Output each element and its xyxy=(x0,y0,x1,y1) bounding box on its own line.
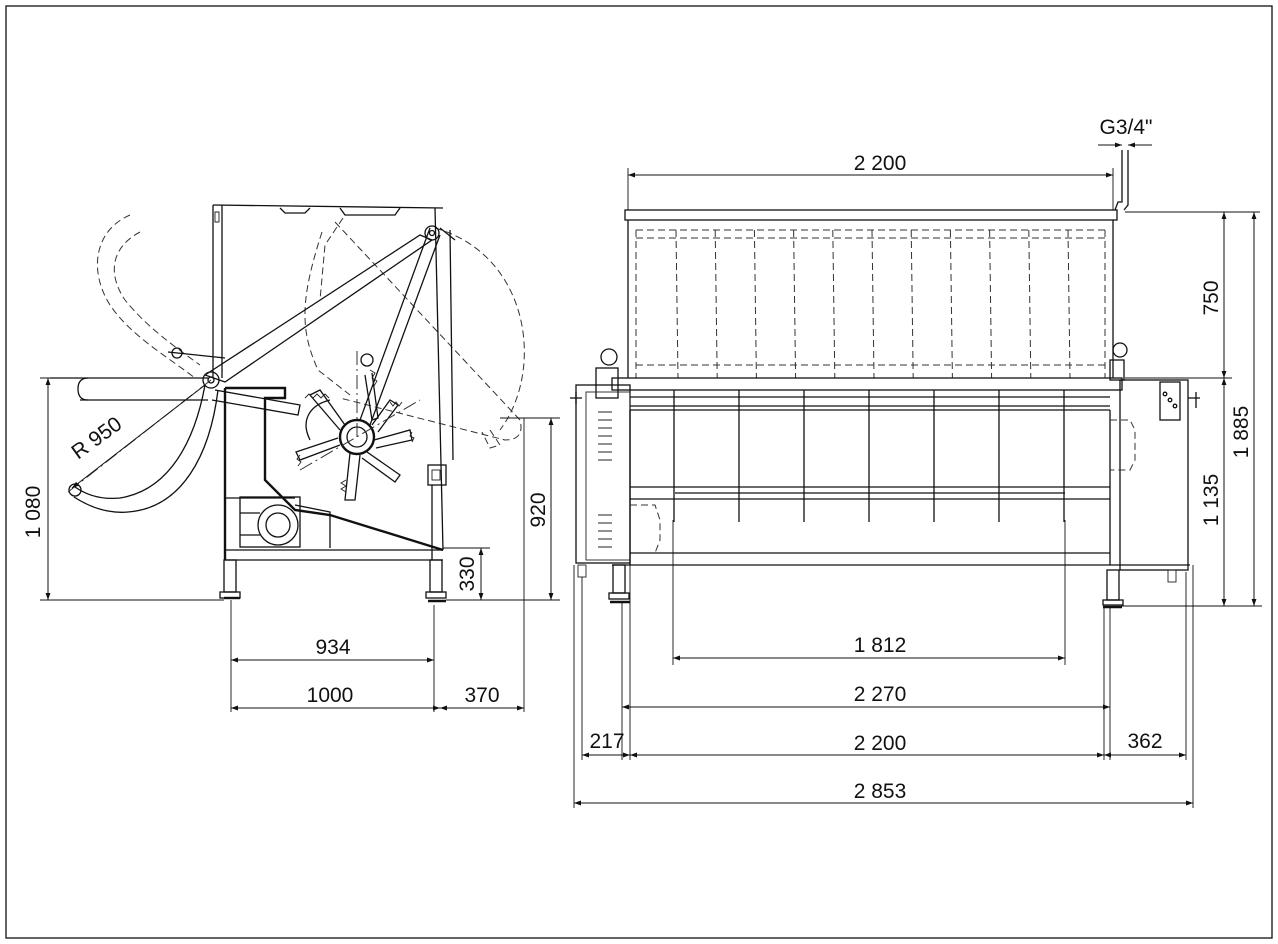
tank-rib xyxy=(949,229,953,379)
dim-leg-span-front-label: 2 270 xyxy=(854,683,907,706)
dim-leg-span-front: 2 270 xyxy=(621,603,1111,760)
front-tank xyxy=(624,209,1118,378)
dim-inner-span-label: 1 812 xyxy=(854,634,907,657)
dim-leg-span: 934 xyxy=(230,600,435,712)
dim-height-total-label: 1 080 xyxy=(22,486,45,539)
dim-foot-height: 330 xyxy=(443,547,490,600)
dim-height-total: 1 080 xyxy=(22,377,224,601)
tank-rib xyxy=(1067,229,1071,379)
dim-tank-width-label: 2 200 xyxy=(854,152,907,175)
lever-arc-phantom xyxy=(96,214,201,379)
lever-arm xyxy=(50,347,226,513)
tank-rib xyxy=(832,229,836,379)
dim-inner-span: 1 812 xyxy=(672,520,1066,665)
dim-right-offset-label: 362 xyxy=(1127,730,1162,753)
dim-base-length: 1000 xyxy=(231,684,440,711)
dim-left-offset-label: 217 xyxy=(589,730,624,753)
side-view: R 950 1 080 920 330 934 xyxy=(22,204,560,712)
dim-frame-height-label: 1 135 xyxy=(1200,474,1223,527)
dim-frame-width-label: 2 200 xyxy=(854,732,907,755)
beater-rotor xyxy=(295,350,421,501)
tank-body xyxy=(212,204,454,561)
dim-tank-width: 2 200 xyxy=(627,152,1114,210)
front-trough xyxy=(570,379,1200,571)
dim-axis-height: 920 xyxy=(446,417,560,601)
dim-base-length-label: 1000 xyxy=(307,684,354,707)
dim-foot-height-label: 330 xyxy=(456,556,479,591)
front-legs xyxy=(577,564,1177,609)
dim-overall-width: 2 853 xyxy=(573,565,1194,808)
dim-total-height: 1 885 xyxy=(1122,212,1262,607)
tank-rib xyxy=(1028,229,1032,379)
dim-overhang-label: 370 xyxy=(464,684,499,707)
tank-rib xyxy=(910,229,914,379)
dim-leg-span-label: 934 xyxy=(315,636,350,659)
drive-motor xyxy=(239,496,301,548)
tank-rib xyxy=(871,229,875,379)
tank-rib xyxy=(675,229,679,379)
tank-rib xyxy=(793,229,797,379)
tilt-frame xyxy=(203,225,456,426)
dim-total-height-label: 1 885 xyxy=(1230,406,1253,459)
dim-bottom-chain: 217 2 200 362 xyxy=(581,565,1187,760)
tank-rib xyxy=(753,229,757,379)
tank-rib xyxy=(989,229,993,379)
tilted-hopper-phantom xyxy=(304,217,525,449)
dim-frame-height: 1 135 xyxy=(1200,378,1227,606)
front-rail xyxy=(595,342,1128,407)
dim-r950-label: R 950 xyxy=(67,412,126,464)
paddle-bars xyxy=(673,390,1065,522)
connection-label: G3/4" xyxy=(1100,116,1153,139)
dim-overhang: 370 xyxy=(440,418,525,712)
tank-rib xyxy=(714,229,718,379)
dim-overall-width-label: 2 853 xyxy=(854,780,907,803)
front-view: G3/4" 2 200 750 1 885 1 135 xyxy=(570,116,1262,808)
sheet-border xyxy=(5,5,1273,939)
dim-tank-depth: 750 xyxy=(1125,211,1260,379)
dim-axis-height-label: 920 xyxy=(527,492,550,527)
dim-tank-depth-label: 750 xyxy=(1200,280,1223,315)
side-legs xyxy=(219,464,447,603)
tank-ribs xyxy=(675,229,1071,379)
water-connection: G3/4" xyxy=(1098,116,1153,211)
